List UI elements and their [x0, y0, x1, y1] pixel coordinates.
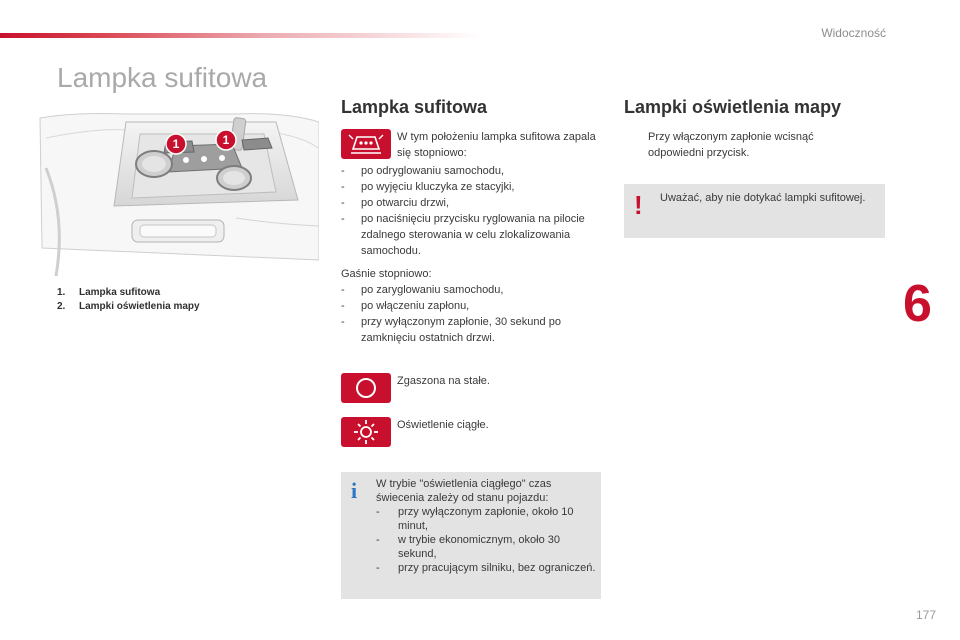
map-lights-description: Przy włączonym zapłonie wcisnąć odpowied…	[624, 129, 854, 161]
callout-1: 1	[173, 137, 180, 151]
list-item: -przy wyłączonym zapłonie, około 10 minu…	[376, 506, 574, 532]
ceiling-lamp-illustration: 1 1	[39, 113, 319, 277]
off-conditions: Gaśnie stopniowo: -po zaryglowaniu samoc…	[341, 266, 603, 346]
list-item: -po naciśnięciu przycisku ryglowania na …	[341, 213, 585, 257]
warning-text: Uważać, aby nie dotykać lampki sufitowej…	[660, 192, 866, 204]
info-icon: i	[351, 478, 358, 503]
dome-light-title: Lampka sufitowa	[341, 97, 488, 117]
page-number: 177	[915, 608, 936, 622]
list-item: -przy pracującym silniku, bez ograniczeń…	[376, 562, 596, 574]
info-note: i W trybie "oświetlenia ciągłego" czas ś…	[341, 472, 601, 599]
figure-caption: 1.Lampka sufitowa 2.Lampki oświetlenia m…	[57, 286, 200, 314]
page-title: Lampka sufitowa	[57, 62, 268, 93]
section-name: Widoczność	[821, 26, 886, 40]
list-item: -przy wyłączonym zapłonie, 30 sekund po …	[341, 316, 561, 344]
door-position-icon	[341, 129, 391, 159]
warning-icon: !	[634, 190, 643, 220]
chapter-number: 6	[903, 275, 932, 333]
on-mode-label: Oświetlenie ciągłe.	[397, 419, 489, 431]
circle-off-icon	[341, 373, 391, 403]
warning-note: ! Uważać, aby nie dotykać lampki sufitow…	[624, 184, 885, 238]
list-item: -po włączeniu zapłonu,	[341, 300, 470, 312]
list-item: -po odryglowaniu samochodu,	[341, 165, 505, 177]
off-intro: Gaśnie stopniowo:	[341, 268, 432, 280]
off-mode-label: Zgaszona na stałe.	[397, 375, 490, 387]
callout-1: 1	[223, 133, 230, 147]
door-mode-description: W tym położeniu lampka sufitowa zapala s…	[397, 131, 596, 159]
list-item: -po otwarciu drzwi,	[341, 197, 450, 209]
list-item: -po wyjęciu kluczyka ze stacyjki,	[341, 181, 515, 193]
info-text: W trybie "oświetlenia ciągłego" czas świ…	[376, 477, 598, 575]
sun-on-icon	[341, 417, 391, 447]
caption-item: 1.Lampka sufitowa	[57, 287, 161, 298]
info-intro: W trybie "oświetlenia ciągłego" czas świ…	[376, 478, 552, 504]
caption-item: 2.Lampki oświetlenia mapy	[57, 301, 200, 312]
header-accent-bar	[0, 33, 480, 38]
list-item: -w trybie ekonomicznym, około 30 sekund,	[376, 534, 561, 560]
map-lights-title: Lampki oświetlenia mapy	[624, 97, 842, 117]
on-conditions-list: -po odryglowaniu samochodu, -po wyjęciu …	[341, 163, 603, 259]
list-item: -po zaryglowaniu samochodu,	[341, 284, 504, 296]
bullet-icon	[624, 129, 648, 161]
